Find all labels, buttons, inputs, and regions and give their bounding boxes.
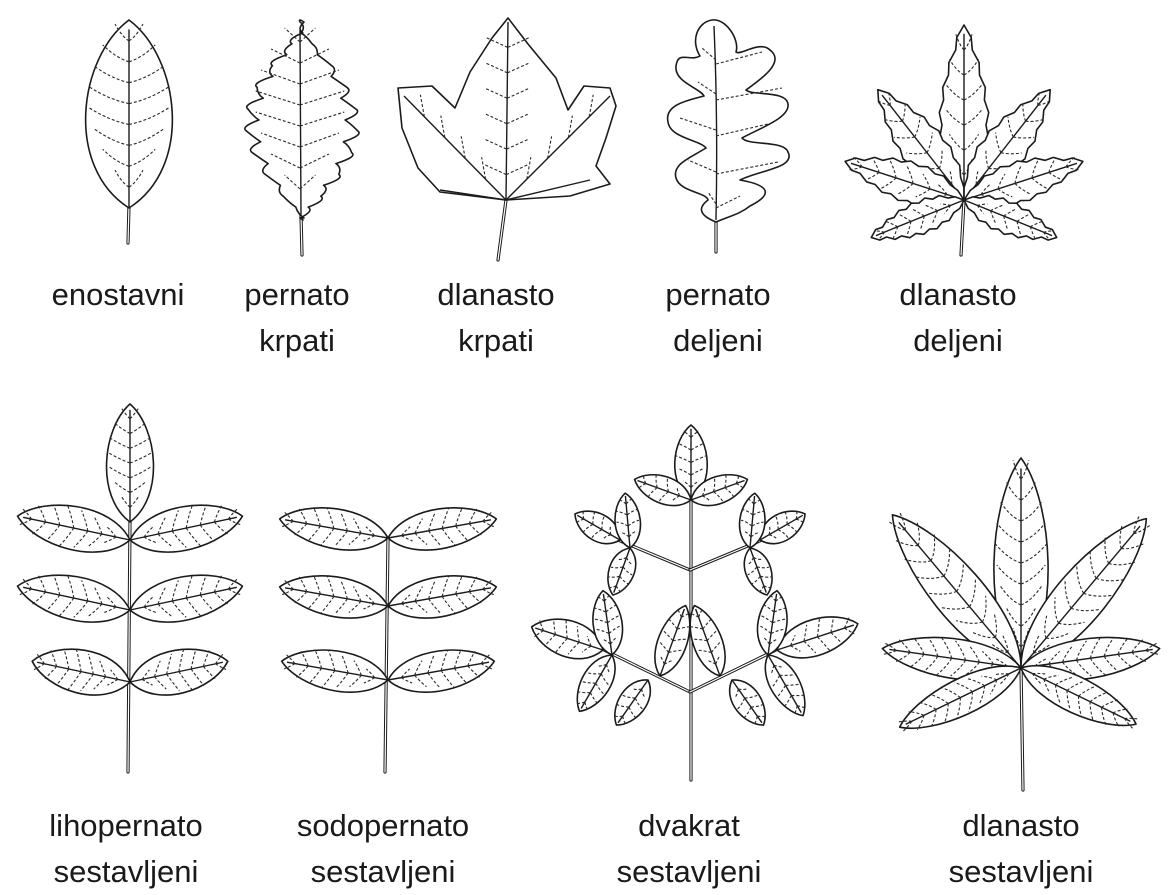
- label-line-2: sestavljeni: [949, 849, 1094, 895]
- label-sodopernato-sestavljeni: sodopernato sestavljeni: [297, 803, 469, 895]
- label-dlanasto-deljeni: dlanasto deljeni: [899, 272, 1016, 364]
- leaflet: [276, 499, 391, 557]
- stem-highlight: [498, 200, 506, 260]
- label-dlanasto-krpati: dlanasto krpati: [437, 272, 554, 364]
- leaflet: [385, 567, 500, 625]
- leaf-dlanasto-deljeni: [839, 25, 1090, 255]
- label-line-2: sestavljeni: [297, 849, 469, 895]
- label-pernato-krpati: pernato krpati: [244, 272, 349, 364]
- label-line-1: pernato: [665, 272, 770, 318]
- leaf-sodopernato-sestavljeni: [276, 499, 500, 772]
- leaf-blade: [245, 20, 359, 220]
- leaf-lihopernato-sestavljeni: [13, 404, 247, 772]
- leaflet: [601, 544, 642, 600]
- leaflet: [86, 20, 173, 208]
- label-line-1: dvakrat: [617, 803, 762, 849]
- label-line-2: deljeni: [665, 318, 770, 364]
- label-line-2: krpati: [437, 318, 554, 364]
- label-line-1: dlanasto: [899, 272, 1016, 318]
- leaflet: [125, 640, 232, 703]
- leaflet: [107, 404, 154, 522]
- leaflet: [738, 544, 779, 600]
- label-line-2: deljeni: [899, 318, 1016, 364]
- label-line-1: lihopernato: [49, 803, 202, 849]
- label-line-2: krpati: [244, 318, 349, 364]
- label-line-1: pernato: [244, 272, 349, 318]
- leaf-enostavni: [86, 20, 173, 243]
- leaf-blade: [668, 20, 790, 222]
- label-line-1: dlanasto: [949, 803, 1094, 849]
- label-dlanasto-sestavljeni: dlanasto sestavljeni: [949, 803, 1094, 895]
- label-enostavni: enostavni: [52, 272, 185, 318]
- label-line-2: sestavljeni: [617, 849, 762, 895]
- label-lihopernato-sestavljeni: lihopernato sestavljeni: [49, 803, 202, 895]
- leaflet: [385, 499, 500, 557]
- label-line-1: dlanasto: [437, 272, 554, 318]
- label-line-1: sodopernato: [297, 803, 469, 849]
- label-dvakrat-sestavljeni: dvakrat sestavljeni: [617, 803, 762, 895]
- leaflet: [13, 565, 135, 631]
- leaflet: [276, 567, 391, 625]
- leaflet: [28, 640, 135, 703]
- leaflet: [721, 672, 775, 733]
- label-line-2: sestavljeni: [49, 849, 202, 895]
- leaf-pernato-krpati: [245, 20, 359, 255]
- leaf-pernato-deljeni: [668, 20, 790, 252]
- leaf-dlanasto-krpati: [398, 18, 616, 260]
- leaflet: [125, 565, 247, 631]
- label-pernato-deljeni: pernato deljeni: [665, 272, 770, 364]
- leaf-dvakrat-sestavljeni: [526, 425, 863, 780]
- label-line-1: enostavni: [52, 272, 185, 318]
- leaflet: [278, 642, 391, 700]
- leaf-dlanasto-sestavljeni: [873, 458, 1166, 790]
- leaflet: [385, 642, 498, 700]
